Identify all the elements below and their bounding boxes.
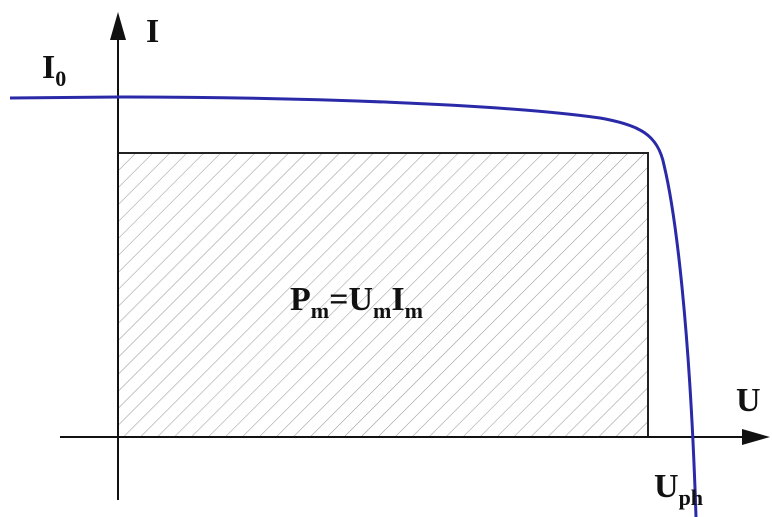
max-power-rectangle bbox=[117, 152, 649, 438]
iv-curve bbox=[9, 95, 698, 517]
open-circuit-voltage-label: Uph bbox=[654, 468, 703, 510]
x-axis-label: U bbox=[736, 382, 761, 419]
max-power-formula: Pm=UmIm bbox=[290, 281, 423, 323]
x-axis-arrow-icon bbox=[742, 429, 770, 445]
y-axis-arrow-icon bbox=[110, 12, 126, 40]
short-circuit-current-label: I0 bbox=[42, 49, 66, 91]
y-axis-label: I bbox=[146, 13, 159, 50]
